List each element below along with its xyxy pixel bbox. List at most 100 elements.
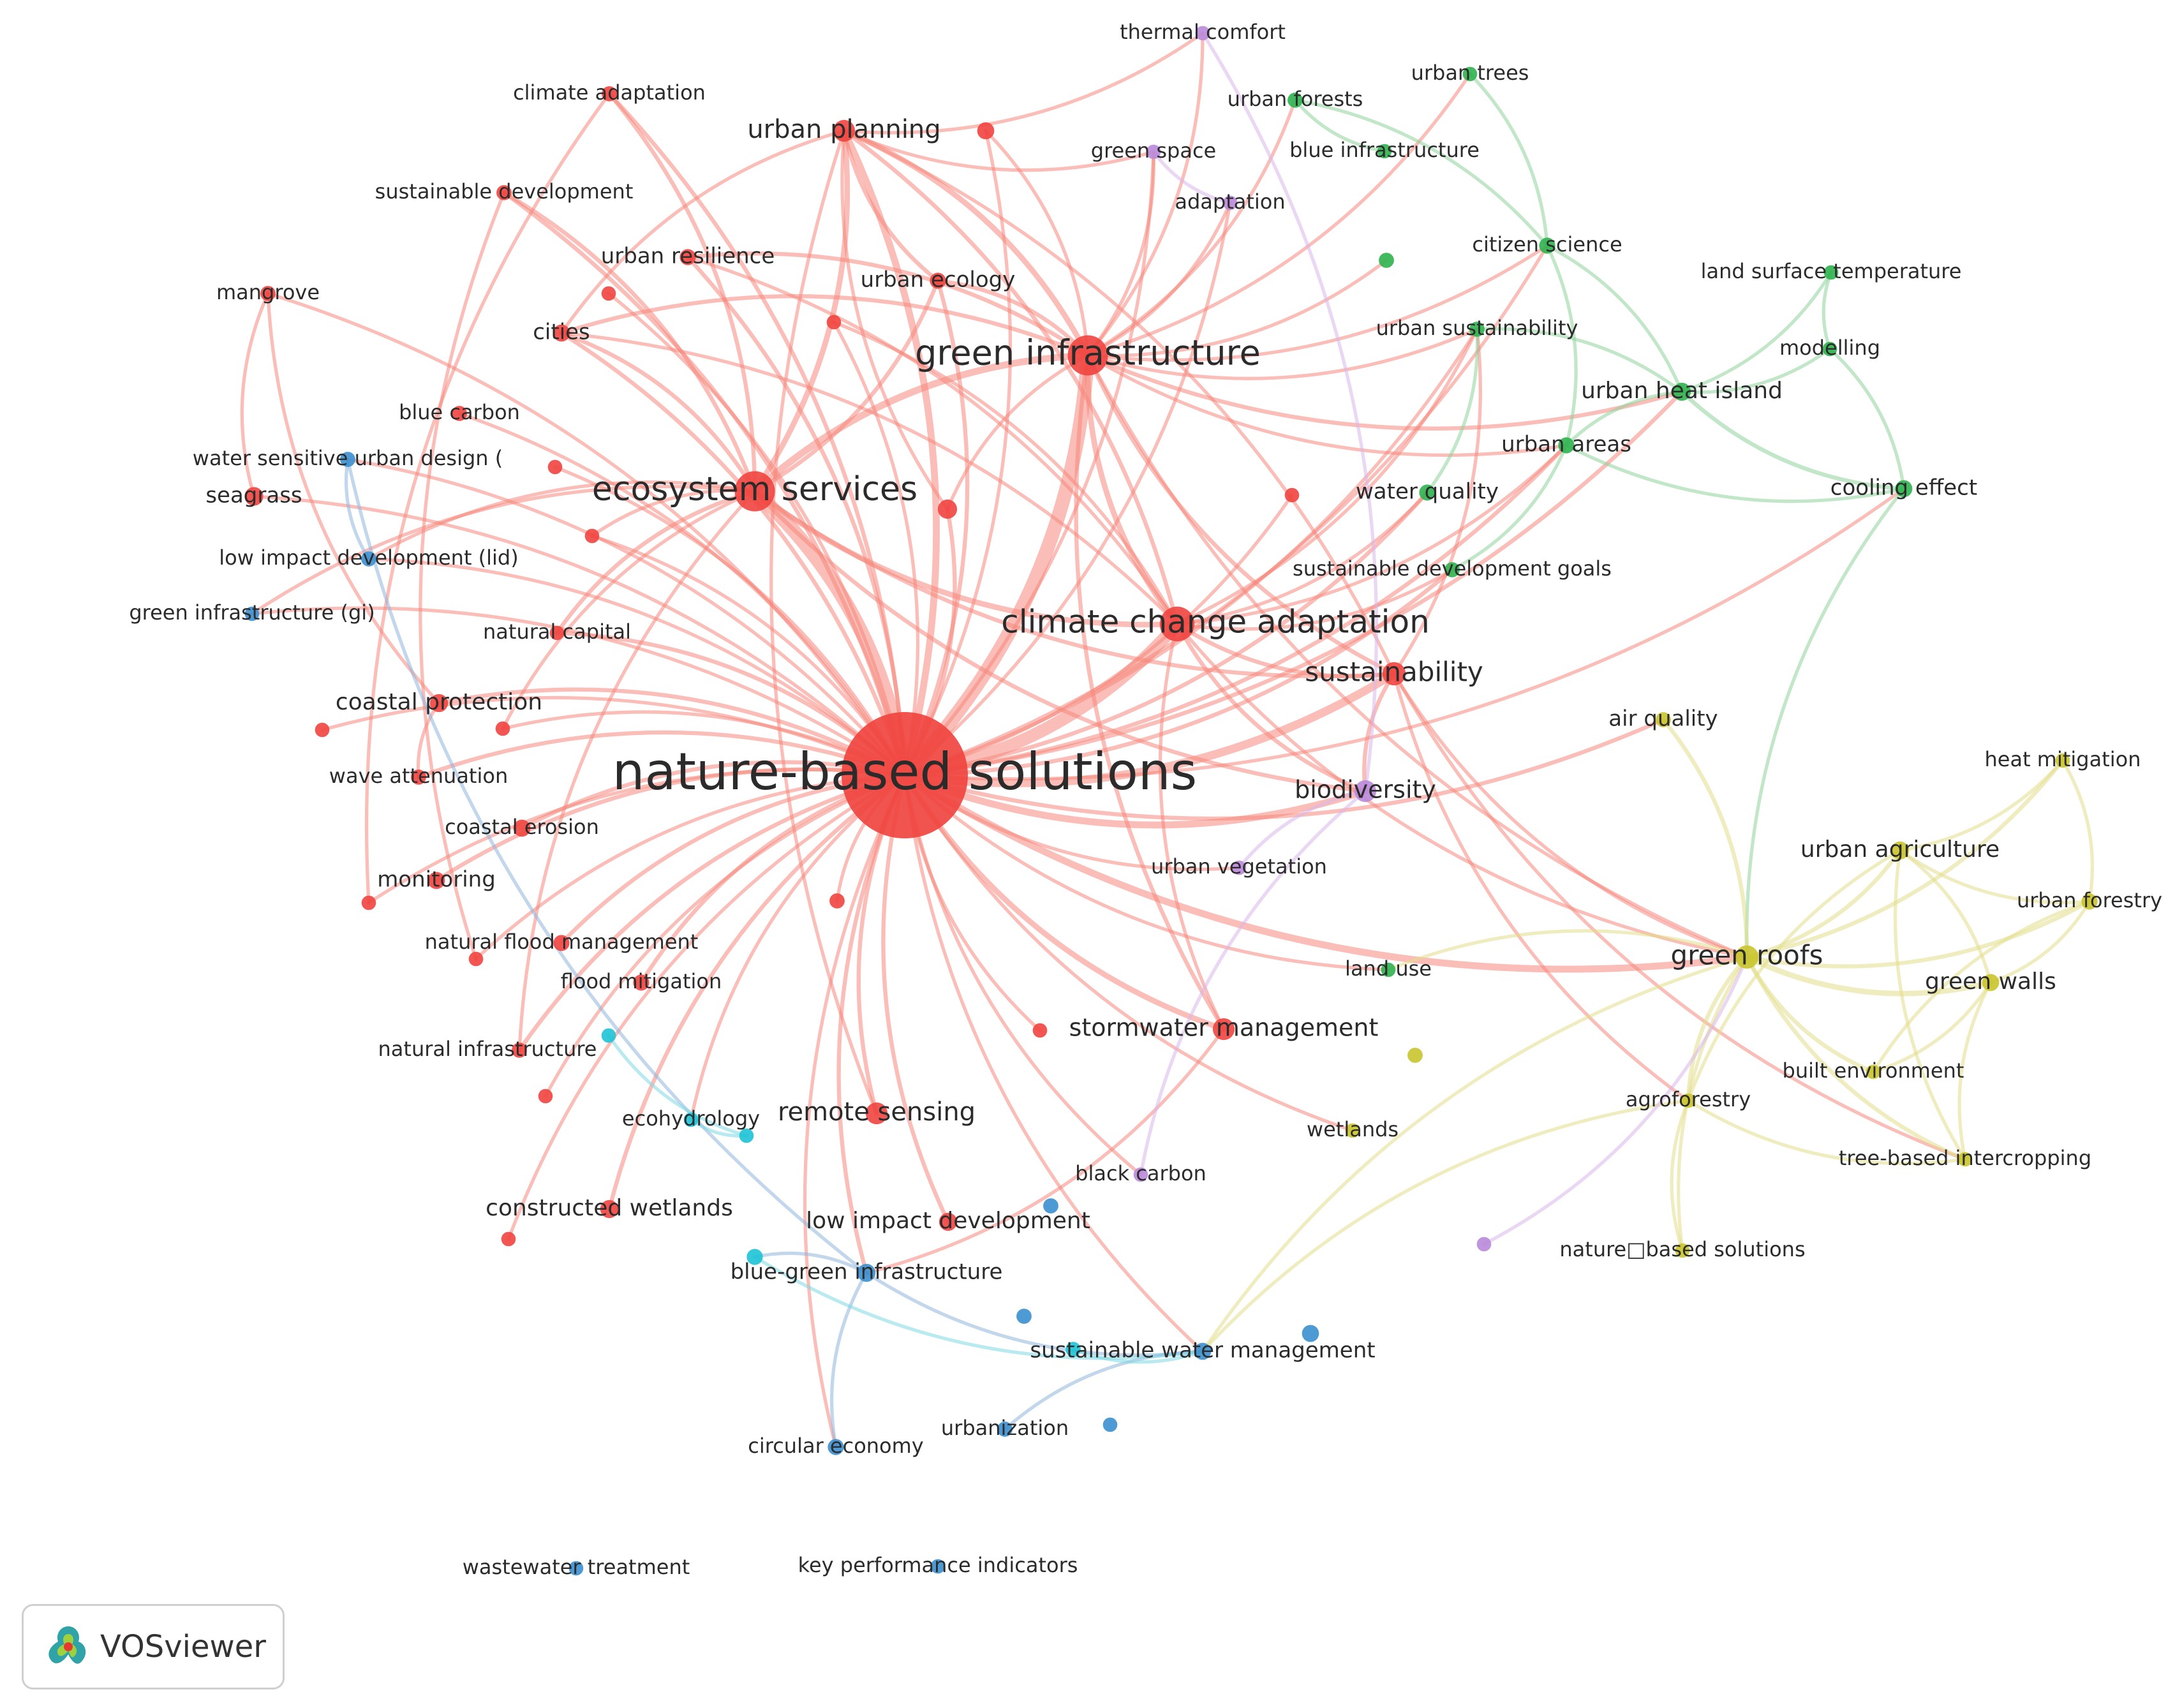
node-gs[interactable] xyxy=(1146,144,1161,160)
node-r7[interactable] xyxy=(495,721,510,736)
node-lid2[interactable] xyxy=(939,1212,958,1231)
node-ce[interactable] xyxy=(513,819,531,837)
node-nbs[interactable] xyxy=(842,712,968,838)
node-es[interactable] xyxy=(734,471,775,512)
node-bi[interactable] xyxy=(1377,144,1392,159)
label-gr[interactable]: green roofs xyxy=(1670,940,1823,971)
node-r1[interactable] xyxy=(977,122,995,140)
node-cit[interactable] xyxy=(553,324,570,342)
label-wsud[interactable]: water sensitive urban design ( xyxy=(193,446,503,470)
node-g1[interactable] xyxy=(1379,253,1394,268)
node-tc[interactable] xyxy=(1195,26,1210,41)
node-hm[interactable] xyxy=(2055,753,2070,768)
node-ua[interactable] xyxy=(1558,437,1575,454)
label-sea[interactable]: seagrass xyxy=(205,483,302,509)
label-be[interactable]: built environment xyxy=(1783,1058,1964,1083)
label-lu[interactable]: land use xyxy=(1345,956,1432,981)
label-coo[interactable]: cooling effect xyxy=(1830,475,1977,501)
label-nc[interactable]: natural capital xyxy=(483,620,631,644)
label-uf[interactable]: urban forests xyxy=(1228,87,1363,111)
node-rs[interactable] xyxy=(865,1102,888,1125)
label-ni[interactable]: natural infrastructure xyxy=(378,1037,597,1061)
node-nbs2[interactable] xyxy=(1675,1243,1690,1258)
label-tbi[interactable]: tree-based intercropping xyxy=(1839,1146,2091,1170)
node-adp[interactable] xyxy=(1222,195,1238,211)
node-kpi[interactable] xyxy=(930,1559,946,1574)
label-ua[interactable]: urban areas xyxy=(1501,432,1631,457)
label-af[interactable]: agroforestry xyxy=(1626,1087,1751,1111)
node-sm[interactable] xyxy=(1212,1018,1235,1041)
label-hm[interactable]: heat mitigation xyxy=(1984,747,2141,771)
node-nfm[interactable] xyxy=(553,935,570,951)
node-r8[interactable] xyxy=(315,722,330,738)
label-bio[interactable]: biodiversity xyxy=(1295,776,1436,804)
node-r14[interactable] xyxy=(1284,487,1300,503)
label-cs[interactable]: citizen science xyxy=(1472,232,1622,256)
label-lid2[interactable]: low impact development xyxy=(806,1208,1090,1234)
label-rs[interactable]: remote sensing xyxy=(778,1097,976,1127)
label-gw[interactable]: green walls xyxy=(1925,969,2056,995)
label-lidb[interactable]: low impact development (lid) xyxy=(219,546,518,570)
label-wa[interactable]: wave attenuation xyxy=(329,764,508,788)
node-ut[interactable] xyxy=(1462,66,1478,82)
label-wet[interactable]: wetlands xyxy=(1307,1117,1399,1141)
label-ecoh[interactable]: ecohydrology xyxy=(622,1106,760,1131)
node-tbi[interactable] xyxy=(1957,1152,1973,1167)
node-cp[interactable] xyxy=(429,694,449,713)
node-r3[interactable] xyxy=(826,315,842,330)
node-r11[interactable] xyxy=(1032,1023,1048,1038)
node-wsud[interactable] xyxy=(340,452,355,467)
node-sea[interactable] xyxy=(244,487,263,506)
label-adp[interactable]: adaptation xyxy=(1175,189,1285,214)
label-cca[interactable]: climate change adaptation xyxy=(1001,604,1430,641)
node-wq[interactable] xyxy=(1419,484,1436,501)
label-ca[interactable]: climate adaptation xyxy=(513,80,706,105)
node-r4[interactable] xyxy=(547,459,563,475)
node-fm[interactable] xyxy=(633,974,649,991)
label-ut[interactable]: urban trees xyxy=(1411,61,1529,85)
label-swm[interactable]: sustainable water management xyxy=(1030,1338,1375,1363)
label-es[interactable]: ecosystem services xyxy=(592,470,917,509)
label-mod[interactable]: modelling xyxy=(1779,336,1880,360)
node-mang[interactable] xyxy=(260,286,276,301)
label-ur[interactable]: urban resilience xyxy=(601,244,775,269)
node-r5[interactable] xyxy=(937,499,958,519)
label-kpi[interactable]: key performance indicators xyxy=(798,1553,1078,1577)
node-bio[interactable] xyxy=(1354,780,1377,803)
node-r9[interactable] xyxy=(361,895,376,910)
node-ca[interactable] xyxy=(602,86,617,101)
node-cec[interactable] xyxy=(828,1439,844,1455)
node-cs[interactable] xyxy=(1539,237,1555,254)
node-wa[interactable] xyxy=(411,769,426,785)
label-bi[interactable]: blue infrastructure xyxy=(1289,138,1480,162)
node-bgi[interactable] xyxy=(857,1263,876,1282)
node-urb[interactable] xyxy=(997,1422,1013,1437)
label-nfm[interactable]: natural flood management xyxy=(425,930,699,954)
node-r15[interactable] xyxy=(829,893,845,909)
label-blc[interactable]: black carbon xyxy=(1075,1161,1206,1185)
label-cw[interactable]: constructed wetlands xyxy=(486,1195,733,1221)
label-sdg[interactable]: sustainable development goals xyxy=(1293,556,1612,581)
label-nbs[interactable]: nature-based solutions xyxy=(612,742,1197,801)
node-r13[interactable] xyxy=(501,1231,516,1247)
node-af[interactable] xyxy=(1681,1093,1696,1108)
node-gr[interactable] xyxy=(1735,945,1759,969)
node-nc[interactable] xyxy=(549,625,565,641)
label-lst[interactable]: land surface temperature xyxy=(1701,259,1962,283)
label-uhi[interactable]: urban heat island xyxy=(1581,378,1783,404)
node-sdg[interactable] xyxy=(1444,562,1460,577)
node-lu[interactable] xyxy=(1381,962,1396,977)
node-gi[interactable] xyxy=(1067,335,1108,376)
label-sust[interactable]: sustainability xyxy=(1305,657,1483,688)
node-wwt[interactable] xyxy=(568,1561,584,1576)
node-cy4[interactable] xyxy=(1065,1342,1081,1357)
node-cy3[interactable] xyxy=(746,1249,763,1265)
node-uag[interactable] xyxy=(1890,841,1910,860)
label-mang[interactable]: mangrove xyxy=(216,280,320,304)
label-wwt[interactable]: wastewater treatment xyxy=(463,1555,690,1579)
label-mon[interactable]: monitoring xyxy=(377,867,496,893)
vosviewer-logo[interactable]: VOSviewer xyxy=(22,1604,285,1689)
node-ue[interactable] xyxy=(930,272,946,289)
node-p1[interactable] xyxy=(1476,1236,1492,1252)
label-uv[interactable]: urban vegetation xyxy=(1151,854,1327,879)
